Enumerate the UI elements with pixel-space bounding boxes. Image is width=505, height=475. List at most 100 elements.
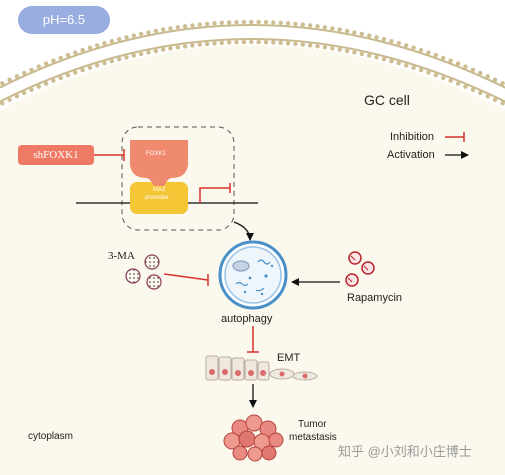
membrane-lipid-head [168, 26, 173, 31]
membrane-lipid-head [138, 31, 144, 37]
membrane-lipid-head [51, 58, 56, 63]
membrane-lipid-head [234, 20, 239, 25]
membrane-lipid-head [411, 45, 416, 50]
membrane-lipid-head [367, 33, 372, 38]
membrane-lipid-head [404, 43, 409, 48]
legend-activation-label: Activation [387, 149, 435, 161]
rapamycin-particles [345, 251, 375, 287]
membrane-lipid-head [131, 33, 136, 38]
membrane-lipid-head [463, 84, 468, 89]
membrane-lipid-head [175, 25, 180, 30]
membrane-lipid-head [168, 46, 173, 51]
membrane-lipid-head [95, 43, 100, 48]
membrane-lipid-head [433, 53, 438, 58]
membrane-lipid-head [153, 48, 158, 54]
membrane-lipid-head [175, 45, 180, 50]
membrane-lipid-head [138, 51, 144, 57]
membrane-lipid-head [367, 53, 372, 58]
3ma-inhibit-line [163, 273, 209, 281]
membrane-lipid-head [374, 35, 379, 40]
membrane-lipid-head [285, 21, 291, 26]
membrane-lipid-head [43, 81, 49, 86]
membrane-lipid-head [293, 21, 298, 27]
membrane-lipid-head [463, 64, 468, 69]
membrane-lipid-head [278, 20, 283, 25]
membrane-lipid-head [117, 57, 122, 62]
membrane-lipid-head [124, 35, 129, 40]
membrane-lipid-head [404, 63, 409, 68]
membrane-lipid-head [396, 41, 401, 46]
membrane-lipid-head [241, 19, 247, 25]
membrane-lipid-head [95, 63, 100, 68]
membrane-lipid-head [22, 90, 27, 96]
membrane-lipid-head [352, 50, 357, 55]
membrane-lipid-head [102, 41, 107, 46]
membrane-lipid-head [256, 39, 261, 45]
membrane-lipid-head [58, 75, 63, 81]
membrane-lipid-head [51, 78, 56, 83]
membrane-lipid-head [249, 19, 254, 25]
transcription-arrow [199, 187, 230, 203]
membrane-lipid-head [182, 24, 188, 29]
membrane-lipid-head [190, 43, 195, 48]
membrane-lipid-head [485, 74, 490, 79]
membrane-lipid-head [14, 94, 20, 99]
membrane-lipid-head [160, 27, 166, 32]
membrane-lipid-head [14, 74, 20, 79]
membrane-lipid-head [146, 30, 151, 35]
foxk1-label: FOXK1 [146, 151, 166, 157]
membrane-lipid-head [418, 67, 424, 73]
watermark: 知乎 @小刘和小庄博士 [338, 444, 472, 459]
membrane-lipid-head [219, 40, 224, 45]
membrane-lipid-head [485, 94, 490, 99]
membrane-lipid-head [381, 57, 387, 62]
membrane-lipid-head [337, 27, 342, 32]
membrane-lipid-head [241, 39, 247, 45]
membrane-lipid-head [470, 87, 476, 93]
emt-cells [205, 355, 318, 381]
membrane-lipid-head [426, 70, 431, 75]
autophagosome [218, 240, 288, 310]
shfoxk1-box: shFOXK1 [18, 145, 94, 165]
membrane-lipid-head [117, 37, 122, 42]
membrane-lipid-head [80, 67, 85, 73]
membrane-lipid-head [455, 81, 461, 86]
cytoplasm-label: cytoplasm [28, 431, 74, 442]
maz-promoter-block [130, 182, 188, 214]
membrane-lipid-head [389, 39, 394, 44]
membrane-lipid-head [131, 53, 136, 58]
cell-name-label: GC cell [364, 92, 410, 108]
membrane-lipid-head [478, 70, 483, 76]
membrane-lipid-head [182, 44, 188, 49]
membrane-lipid-head [87, 45, 93, 50]
membrane-lipid-head [448, 58, 453, 63]
membrane-lipid-head [190, 23, 195, 28]
membrane-lipid-heads [0, 19, 505, 106]
membrane-lipid-head [352, 30, 357, 35]
membrane-lipid-head [263, 20, 269, 25]
membrane-lipid-head [197, 22, 202, 27]
membrane-lipid-head [36, 64, 41, 69]
tumor-cluster [223, 414, 284, 462]
membrane-lipid-head [204, 41, 210, 47]
membrane-lipid-head [73, 70, 78, 75]
membrane-lipid-head [29, 87, 34, 93]
membrane-lipid-head [308, 43, 313, 48]
membrane-lipid-head [492, 97, 498, 103]
membrane-lipid-head [146, 50, 151, 55]
membrane-lipid-head [234, 40, 239, 45]
membrane-lipid-head [293, 41, 298, 47]
membrane-lipid-head [0, 81, 5, 86]
membrane-lipid-head [102, 61, 107, 66]
gene-region-box [121, 126, 235, 231]
membrane-lipid-head [359, 31, 364, 37]
membrane-lipid-head [337, 47, 342, 52]
membrane-lipid-head [315, 24, 320, 29]
membrane-lipid-head [73, 50, 78, 55]
membrane-lipid-head [411, 65, 416, 70]
metastasis-label: metastasis [289, 432, 337, 443]
membrane-lipid-head [87, 65, 93, 70]
membrane-lipid-head [0, 101, 5, 106]
membrane-lipid-head [22, 70, 27, 76]
